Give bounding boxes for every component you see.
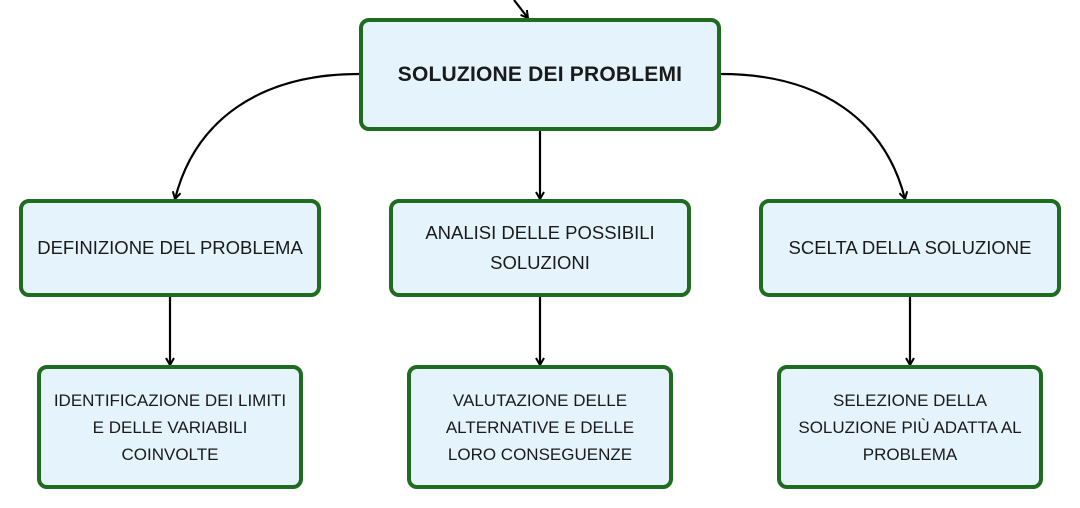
node-scelta-della-soluzione[interactable]: SCELTA DELLA SOLUZIONE [759,199,1061,297]
node-identificazione-dei-limiti[interactable]: IDENTIFICAZIONE DEI LIMITI E DELLE VARIA… [37,365,303,489]
connector-incoming-root [513,0,528,18]
node-label: SCELTA DELLA SOLUZIONE [788,237,1032,258]
node-root[interactable]: SOLUZIONE DEI PROBLEMI [359,18,721,131]
node-analisi-delle-possibili-soluzioni[interactable]: ANALISI DELLE POSSIBILI SOLUZIONI [389,199,691,297]
node-valutazione-delle-alternative[interactable]: VALUTAZIONE DELLE ALTERNATIVE E DELLE LO… [407,365,673,489]
node-label: SELEZIONE DELLA SOLUZIONE PIÙ ADATTA AL … [798,390,1022,464]
connector-root-to-scelta [720,72,905,199]
node-label: VALUTAZIONE DELLE ALTERNATIVE E DELLE LO… [445,390,635,464]
connector-root-to-definizione [175,72,360,199]
node-label: DEFINIZIONE DEL PROBLEMA [37,237,303,258]
node-root-label: SOLUZIONE DEI PROBLEMI [397,62,683,86]
node-selezione-della-soluzione[interactable]: SELEZIONE DELLA SOLUZIONE PIÙ ADATTA AL … [777,365,1043,489]
node-label: IDENTIFICAZIONE DEI LIMITI E DELLE VARIA… [53,390,287,464]
node-label: ANALISI DELLE POSSIBILI SOLUZIONI [425,222,655,273]
node-definizione-del-problema[interactable]: DEFINIZIONE DEL PROBLEMA [19,199,321,297]
